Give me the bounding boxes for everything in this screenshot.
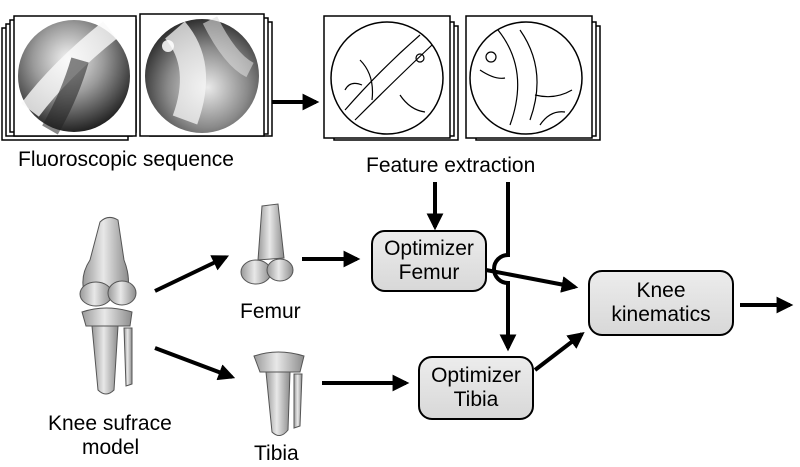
knee-model-label-line2: model <box>82 436 140 459</box>
feature-extraction-label: Feature extraction <box>366 154 536 177</box>
knee-model-image <box>79 216 137 395</box>
optimizer-tibia-box: Optimizer Tibia <box>418 356 534 420</box>
diagram-arrows <box>154 182 794 392</box>
tibia-image <box>253 351 305 436</box>
optimizer-femur-box: Optimizer Femur <box>371 230 487 292</box>
optimizer-tibia-line2: Tibia <box>453 388 499 411</box>
knee-kinematics-line1: Knee <box>636 279 686 302</box>
optimizer-femur-line2: Femur <box>398 261 460 284</box>
femur-image <box>240 203 294 285</box>
tibia-label: Tibia <box>254 442 299 465</box>
optimizer-femur-line1: Optimizer <box>384 237 474 260</box>
feature-extraction-frames <box>323 15 601 141</box>
knee-kinematics-line2: kinematics <box>611 303 711 326</box>
knee-model-label-line1: Knee sufrace <box>48 412 172 435</box>
optimizer-tibia-line1: Optimizer <box>431 364 521 387</box>
fluoroscopic-frames <box>1 13 273 141</box>
knee-kinematics-box: Knee kinematics <box>588 270 734 336</box>
fluoroscopic-sequence-label: Fluoroscopic sequence <box>18 148 234 171</box>
femur-label: Femur <box>240 300 301 323</box>
